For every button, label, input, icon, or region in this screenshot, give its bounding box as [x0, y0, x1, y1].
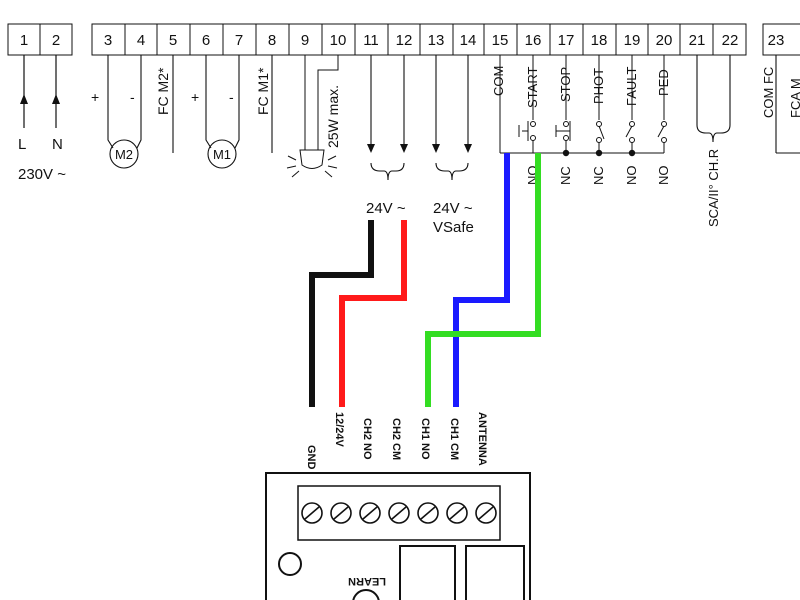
power-supply: [20, 55, 60, 128]
terminal-8-label: 8: [268, 32, 276, 49]
v24safe-label-2: VSafe: [433, 219, 474, 236]
terminal-6-label: 6: [202, 32, 210, 49]
rx-pin-ch2cm-label: CH2 CM: [390, 418, 402, 460]
terminal-11-label: 11: [363, 32, 379, 49]
wire-green: [425, 153, 541, 407]
terminal-19-label: 19: [624, 32, 641, 49]
motor-m2-plus: +: [91, 89, 99, 105]
terminal-4-label: 4: [137, 32, 145, 49]
wire-black: [309, 220, 374, 407]
terminal-strip: [7, 23, 800, 56]
terminal-group-fc: [762, 23, 800, 56]
rx-pin-ch2no-label: CH2 NO: [361, 418, 373, 460]
screw-1224v: [330, 502, 352, 524]
terminal-1-label: 1: [20, 32, 28, 49]
sca-output: [696, 55, 731, 143]
screw-ch2no: [359, 502, 381, 524]
stop-label: STOP: [558, 67, 573, 102]
terminal-21-label: 21: [689, 32, 706, 49]
terminal-16-label: 16: [525, 32, 542, 49]
motor-m1-minus: -: [229, 89, 234, 105]
wire-red: [339, 220, 407, 407]
motor-m1-label: M1: [213, 147, 231, 162]
rx-pin-1224v-label: 12/24V: [333, 412, 345, 448]
terminal-17-label: 17: [558, 32, 575, 49]
motor-m1-symbol: [207, 139, 237, 169]
screw-ch1no: [417, 502, 439, 524]
phot-label: PHOT: [591, 68, 606, 104]
terminal-20-label: 20: [656, 32, 673, 49]
motor-m2-label: M2: [115, 147, 133, 162]
screw-antenna: [475, 502, 497, 524]
rx-pin-antenna-label: ANTENNA: [476, 412, 488, 466]
terminal-7-label: 7: [235, 32, 243, 49]
motor-m2: [107, 55, 142, 169]
ped-no-label: NO: [656, 166, 671, 186]
motor-m1: [205, 55, 240, 169]
fca-label: FCA M: [788, 78, 800, 118]
fault-label: FAULT: [624, 66, 639, 106]
fc-m2-label: FC M2*: [155, 67, 171, 115]
terminal-9-label: 9: [301, 32, 309, 49]
terminal-12-label: 12: [396, 32, 413, 49]
fc-m1-label: FC M1*: [255, 67, 271, 115]
v24safe-label-1: 24V ~: [433, 200, 473, 217]
motor-m1-plus: +: [191, 89, 199, 105]
terminal-22-label: 22: [722, 32, 739, 49]
n-label: N: [52, 136, 63, 153]
motor-m2-symbol: [109, 139, 139, 169]
terminal-13-label: 13: [428, 32, 445, 49]
terminal-5-label: 5: [169, 32, 177, 49]
lamp-icon: [286, 55, 339, 178]
output-24v-vsafe: [432, 55, 472, 181]
screw-ch1cm: [446, 502, 468, 524]
com-label: COM: [491, 66, 506, 96]
rx-pin-ch1cm-label: CH1 CM: [448, 418, 460, 460]
supply-voltage-label: 230V ~: [18, 166, 66, 183]
learn-button[interactable]: [352, 589, 380, 600]
com-fc-line: [775, 55, 800, 154]
receiver-terminal-block: [297, 485, 501, 541]
rx-pin-ch1no-label: CH1 NO: [419, 418, 431, 460]
phot-nc-label: NC: [591, 166, 606, 185]
screw-ch2cm: [388, 502, 410, 524]
terminal-10-label: 10: [330, 32, 347, 49]
sca-label: SCA/II° CH.R: [706, 149, 721, 227]
terminal-3-label: 3: [104, 32, 112, 49]
motor-m2-minus: -: [130, 89, 135, 105]
receiver-board: [265, 472, 531, 600]
v24-label: 24V ~: [366, 200, 406, 217]
junction-dots: [562, 149, 636, 157]
terminal-18-label: 18: [591, 32, 608, 49]
screw-gnd: [301, 502, 323, 524]
lamp-label: 25W max.: [325, 85, 341, 148]
stop-nc-label: NC: [558, 166, 573, 185]
terminal-23-label: 23: [768, 32, 785, 49]
l-label: L: [18, 136, 26, 153]
rx-pin-gnd-label: GND: [305, 445, 317, 470]
receiver-screws: [301, 502, 497, 524]
receiver-mounting-hole: [278, 552, 302, 576]
learn-label: LEARN: [348, 575, 386, 587]
terminal-group-main: [91, 23, 747, 56]
terminal-2-label: 2: [52, 32, 60, 49]
output-24v: [367, 55, 408, 181]
ped-label: PED: [656, 69, 671, 96]
wire-blue: [453, 153, 510, 407]
com-fc-label: COM FC: [761, 67, 776, 118]
terminal-15-label: 15: [492, 32, 509, 49]
fault-no-label: NO: [624, 166, 639, 186]
start-label: START: [525, 67, 540, 108]
terminal-14-label: 14: [460, 32, 477, 49]
